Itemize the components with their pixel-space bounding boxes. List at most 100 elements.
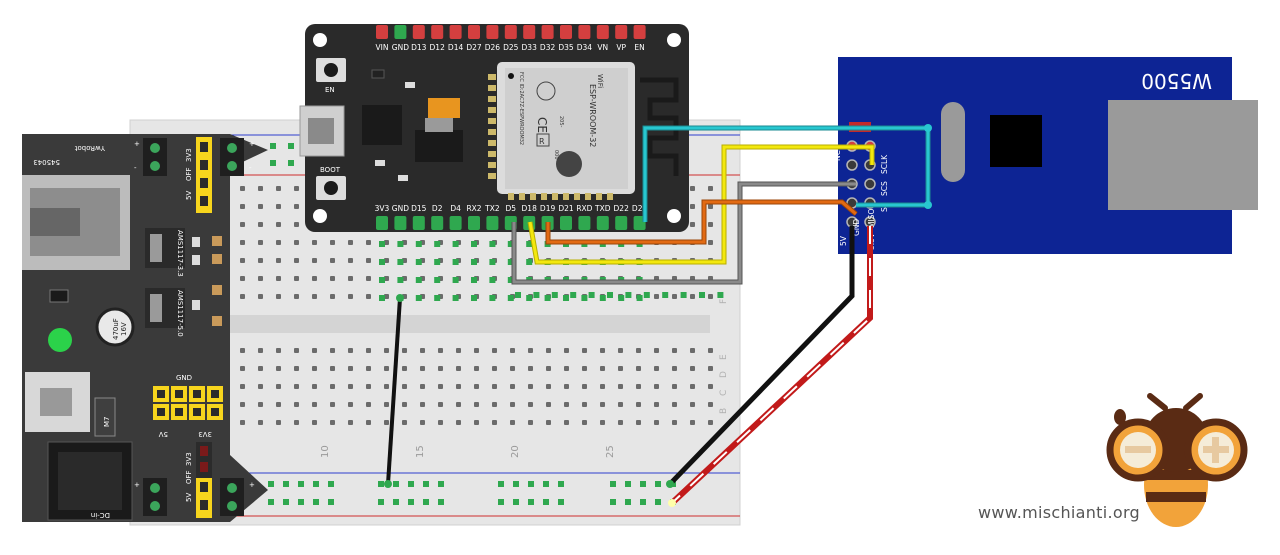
tantalum-cap — [428, 98, 460, 118]
wire-joint — [924, 201, 932, 209]
ic-label: 205- — [558, 116, 564, 128]
occupied-hole — [379, 259, 385, 265]
esp32-pin-d27[interactable] — [468, 25, 480, 39]
rail-hole — [498, 481, 504, 487]
esp32-pin-d32[interactable] — [541, 25, 554, 39]
rail-hole — [283, 499, 289, 505]
esp32-pin-label: D34 — [577, 43, 593, 52]
esp32-pin-d4[interactable] — [449, 216, 462, 230]
smd-capacitor — [212, 316, 222, 326]
esp32-pin-d13[interactable] — [412, 25, 425, 39]
esp32-pin-label: D2 — [432, 204, 443, 213]
esp32-pin-label: GND — [392, 204, 409, 213]
rail-hole — [610, 481, 616, 487]
esp32-pin-3v3[interactable] — [376, 216, 388, 230]
rail-hole — [283, 481, 289, 487]
esp32-pin-label: RX2 — [466, 204, 481, 213]
w5500-pin-miso: MISO — [867, 209, 876, 228]
rail-hole — [313, 499, 319, 505]
esp32-pin-d34[interactable] — [578, 25, 591, 39]
rail-label-off: OFF — [185, 470, 193, 484]
esp32-pin-d12[interactable] — [431, 25, 444, 39]
capacitor-value: 470uF — [112, 318, 120, 340]
esp32-pin-label: D32 — [540, 43, 556, 52]
w5500-pin-gnd: GND — [852, 219, 861, 236]
esp32-pin-vn[interactable] — [596, 25, 609, 39]
esp32-pin-d25[interactable] — [504, 25, 517, 39]
r-mark — [536, 133, 550, 147]
w5500-pin[interactable] — [864, 178, 876, 190]
esp32-pin-label: D21 — [558, 204, 574, 213]
gnd-header-hole — [193, 408, 201, 416]
esp32-pin-vin[interactable] — [376, 25, 388, 39]
w5500-module: W5500 NC SCLK SCS SI 5V GND 3.3V MISO — [833, 57, 1258, 254]
rail-hole — [268, 481, 274, 487]
esp32-pin-label: D19 — [540, 204, 556, 213]
module-pad — [488, 85, 496, 91]
regulator-tab — [150, 294, 162, 322]
rail-jumper[interactable] — [196, 137, 212, 213]
occupied-hole — [471, 277, 477, 283]
esp32-pin-d33[interactable] — [523, 25, 536, 39]
gnd-header-hole — [157, 408, 165, 416]
rail-hole — [270, 143, 276, 149]
rail-hole — [298, 499, 304, 505]
esp32-pin-rxd[interactable] — [578, 216, 591, 230]
esp32-pin-label: RXD — [576, 204, 592, 213]
module-pad — [530, 193, 536, 200]
esp32-pin-vp[interactable] — [615, 25, 628, 39]
module-pad — [574, 193, 580, 200]
certification-logo — [536, 81, 556, 101]
esp32-pin-d26[interactable] — [486, 25, 499, 39]
esp32-pin-label: TX2 — [484, 204, 500, 213]
boot-button-cap — [324, 181, 338, 195]
occupied-hole — [471, 259, 477, 265]
esp32-pin-tx2[interactable] — [486, 216, 499, 230]
esp32-pin-rx2[interactable] — [468, 216, 480, 230]
module-pad — [488, 107, 496, 113]
esp32-pin-en[interactable] — [633, 25, 646, 39]
bottom-3v3-label: 3V3 — [198, 430, 212, 438]
esp32-pin-d35[interactable] — [560, 25, 572, 39]
smd-part — [405, 82, 415, 88]
occupied-hole — [471, 295, 477, 301]
rail-hole — [288, 143, 294, 149]
module-pad — [488, 96, 496, 102]
esp32-pin-label: D33 — [522, 43, 538, 52]
esp32-pin-txd[interactable] — [596, 216, 609, 230]
rail-hole — [625, 499, 631, 505]
esp32-pin-gnd[interactable] — [394, 216, 407, 230]
occupied-hole — [662, 292, 669, 298]
esp32-pin-gnd[interactable] — [394, 25, 407, 39]
esp32-pin-d2[interactable] — [431, 216, 444, 230]
esp32-pin-label: D22 — [614, 204, 630, 213]
bee-minus-icon — [1125, 446, 1151, 453]
module-pad — [552, 193, 558, 200]
occupied-hole — [489, 277, 496, 283]
esp32-pin-d21[interactable] — [560, 216, 572, 230]
smd-capacitor — [212, 236, 222, 246]
esp32-pin-label: D13 — [411, 43, 427, 52]
occupied-hole — [452, 295, 459, 301]
gnd-header-hole — [193, 390, 201, 398]
esp32-pin-d15[interactable] — [412, 216, 425, 230]
rail-label-3v3: 3V3 — [185, 148, 193, 162]
wire-red-highlight — [671, 226, 871, 504]
mount-hole — [313, 33, 327, 47]
esp32-pin-label: D12 — [430, 43, 446, 52]
esp32-pin-label: D25 — [503, 43, 519, 52]
esp32-pin-d14[interactable] — [449, 25, 462, 39]
rail-hole — [528, 499, 534, 505]
esp32-pin-d22[interactable] — [615, 216, 628, 230]
occupied-hole — [397, 259, 404, 265]
rail-hole — [423, 481, 429, 487]
rail-hole — [513, 481, 519, 487]
regulator-tab — [425, 118, 453, 132]
bee-plus-icon — [1212, 437, 1219, 463]
module-pad — [607, 193, 613, 200]
rail-hole — [298, 481, 304, 487]
bee-stripe — [1146, 492, 1206, 502]
w5500-pin[interactable] — [846, 159, 858, 171]
power-switch[interactable] — [49, 289, 69, 303]
